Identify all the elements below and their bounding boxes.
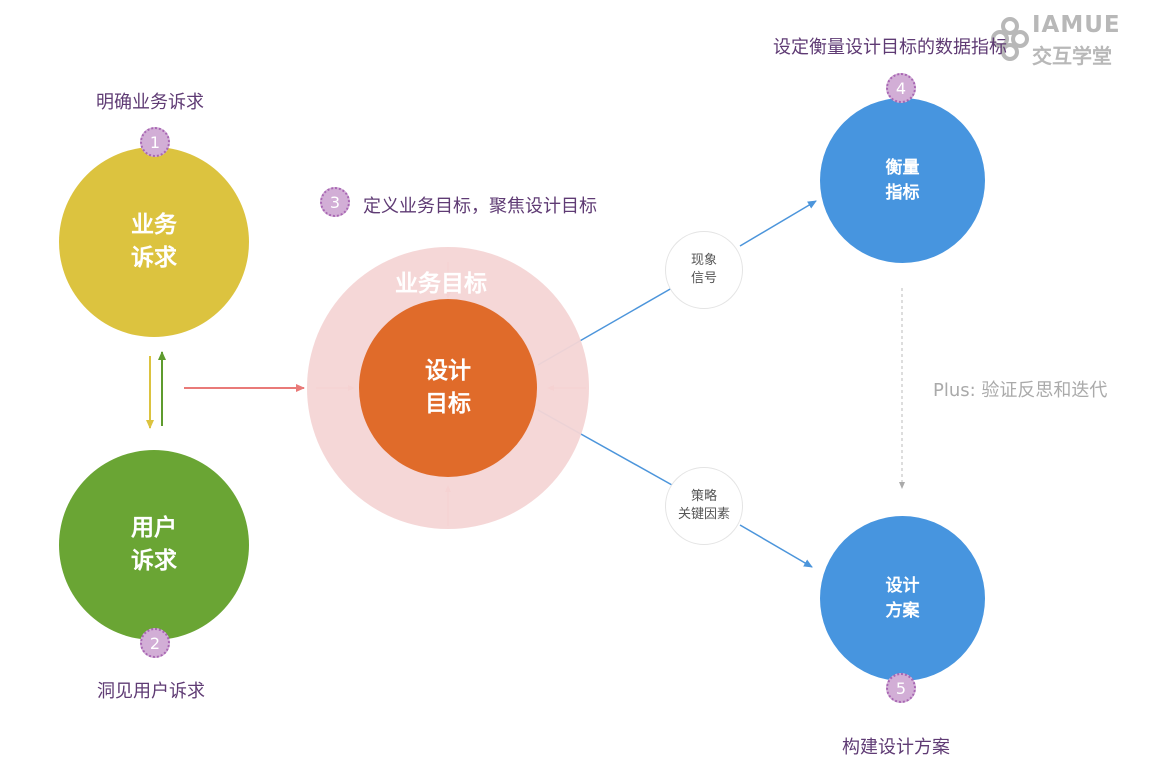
design-goal-circle: 设计 目标 (359, 299, 537, 477)
metric-line1: 衡量 (885, 157, 920, 178)
design-goal-line2: 目标 (425, 391, 471, 417)
step-3-caption: 定义业务目标，聚焦设计目标 (363, 196, 597, 217)
solution-circle: 设计 方案 (820, 516, 985, 681)
signal-node: 现象 信号 (665, 231, 743, 309)
step-5-badge: 5 (886, 673, 916, 703)
business-demand-circle: 业务 诉求 (59, 147, 249, 337)
user-demand-line1: 用户 (131, 515, 177, 541)
logo-subtitle: 交互学堂 (1032, 44, 1112, 68)
logo-brand: IAMUE (1032, 12, 1121, 38)
user-demand-circle: 用户 诉求 (59, 450, 249, 640)
step-2-badge: 2 (140, 628, 170, 658)
plus-note: Plus: 验证反思和迭代 (933, 380, 1108, 401)
step-3-badge: 3 (320, 187, 350, 217)
arrow-signal-to-metric (739, 200, 817, 247)
solution-line2: 方案 (885, 600, 920, 621)
user-demand-line2: 诉求 (131, 548, 177, 574)
business-demand-line2: 诉求 (131, 245, 177, 271)
step-5-caption: 构建设计方案 (842, 737, 950, 758)
metric-line2: 指标 (885, 182, 920, 203)
strategy-line1: 策略 (690, 489, 717, 504)
step-4-badge: 4 (886, 73, 916, 103)
step-1-caption: 明确业务诉求 (96, 92, 204, 113)
solution-line1: 设计 (885, 575, 920, 596)
flower-logo-icon (991, 17, 1029, 61)
logo: IAMUE 交互学堂 (990, 12, 1140, 68)
signal-line1: 现象 (690, 253, 717, 268)
strategy-node: 策略 关键因素 (665, 467, 743, 545)
design-goal-line1: 设计 (425, 358, 471, 384)
step-1-badge: 1 (140, 127, 170, 157)
step-4-caption: 设定衡量设计目标的数据指标 (773, 37, 1007, 58)
business-goal-label: 业务目标 (395, 271, 487, 297)
business-demand-line1: 业务 (131, 212, 177, 238)
arrow-strategy-to-solution (739, 524, 813, 568)
signal-line2: 信号 (690, 271, 717, 286)
strategy-line2: 关键因素 (677, 507, 730, 522)
step-2-caption: 洞见用户诉求 (97, 681, 205, 702)
metric-circle: 衡量 指标 (820, 98, 985, 263)
